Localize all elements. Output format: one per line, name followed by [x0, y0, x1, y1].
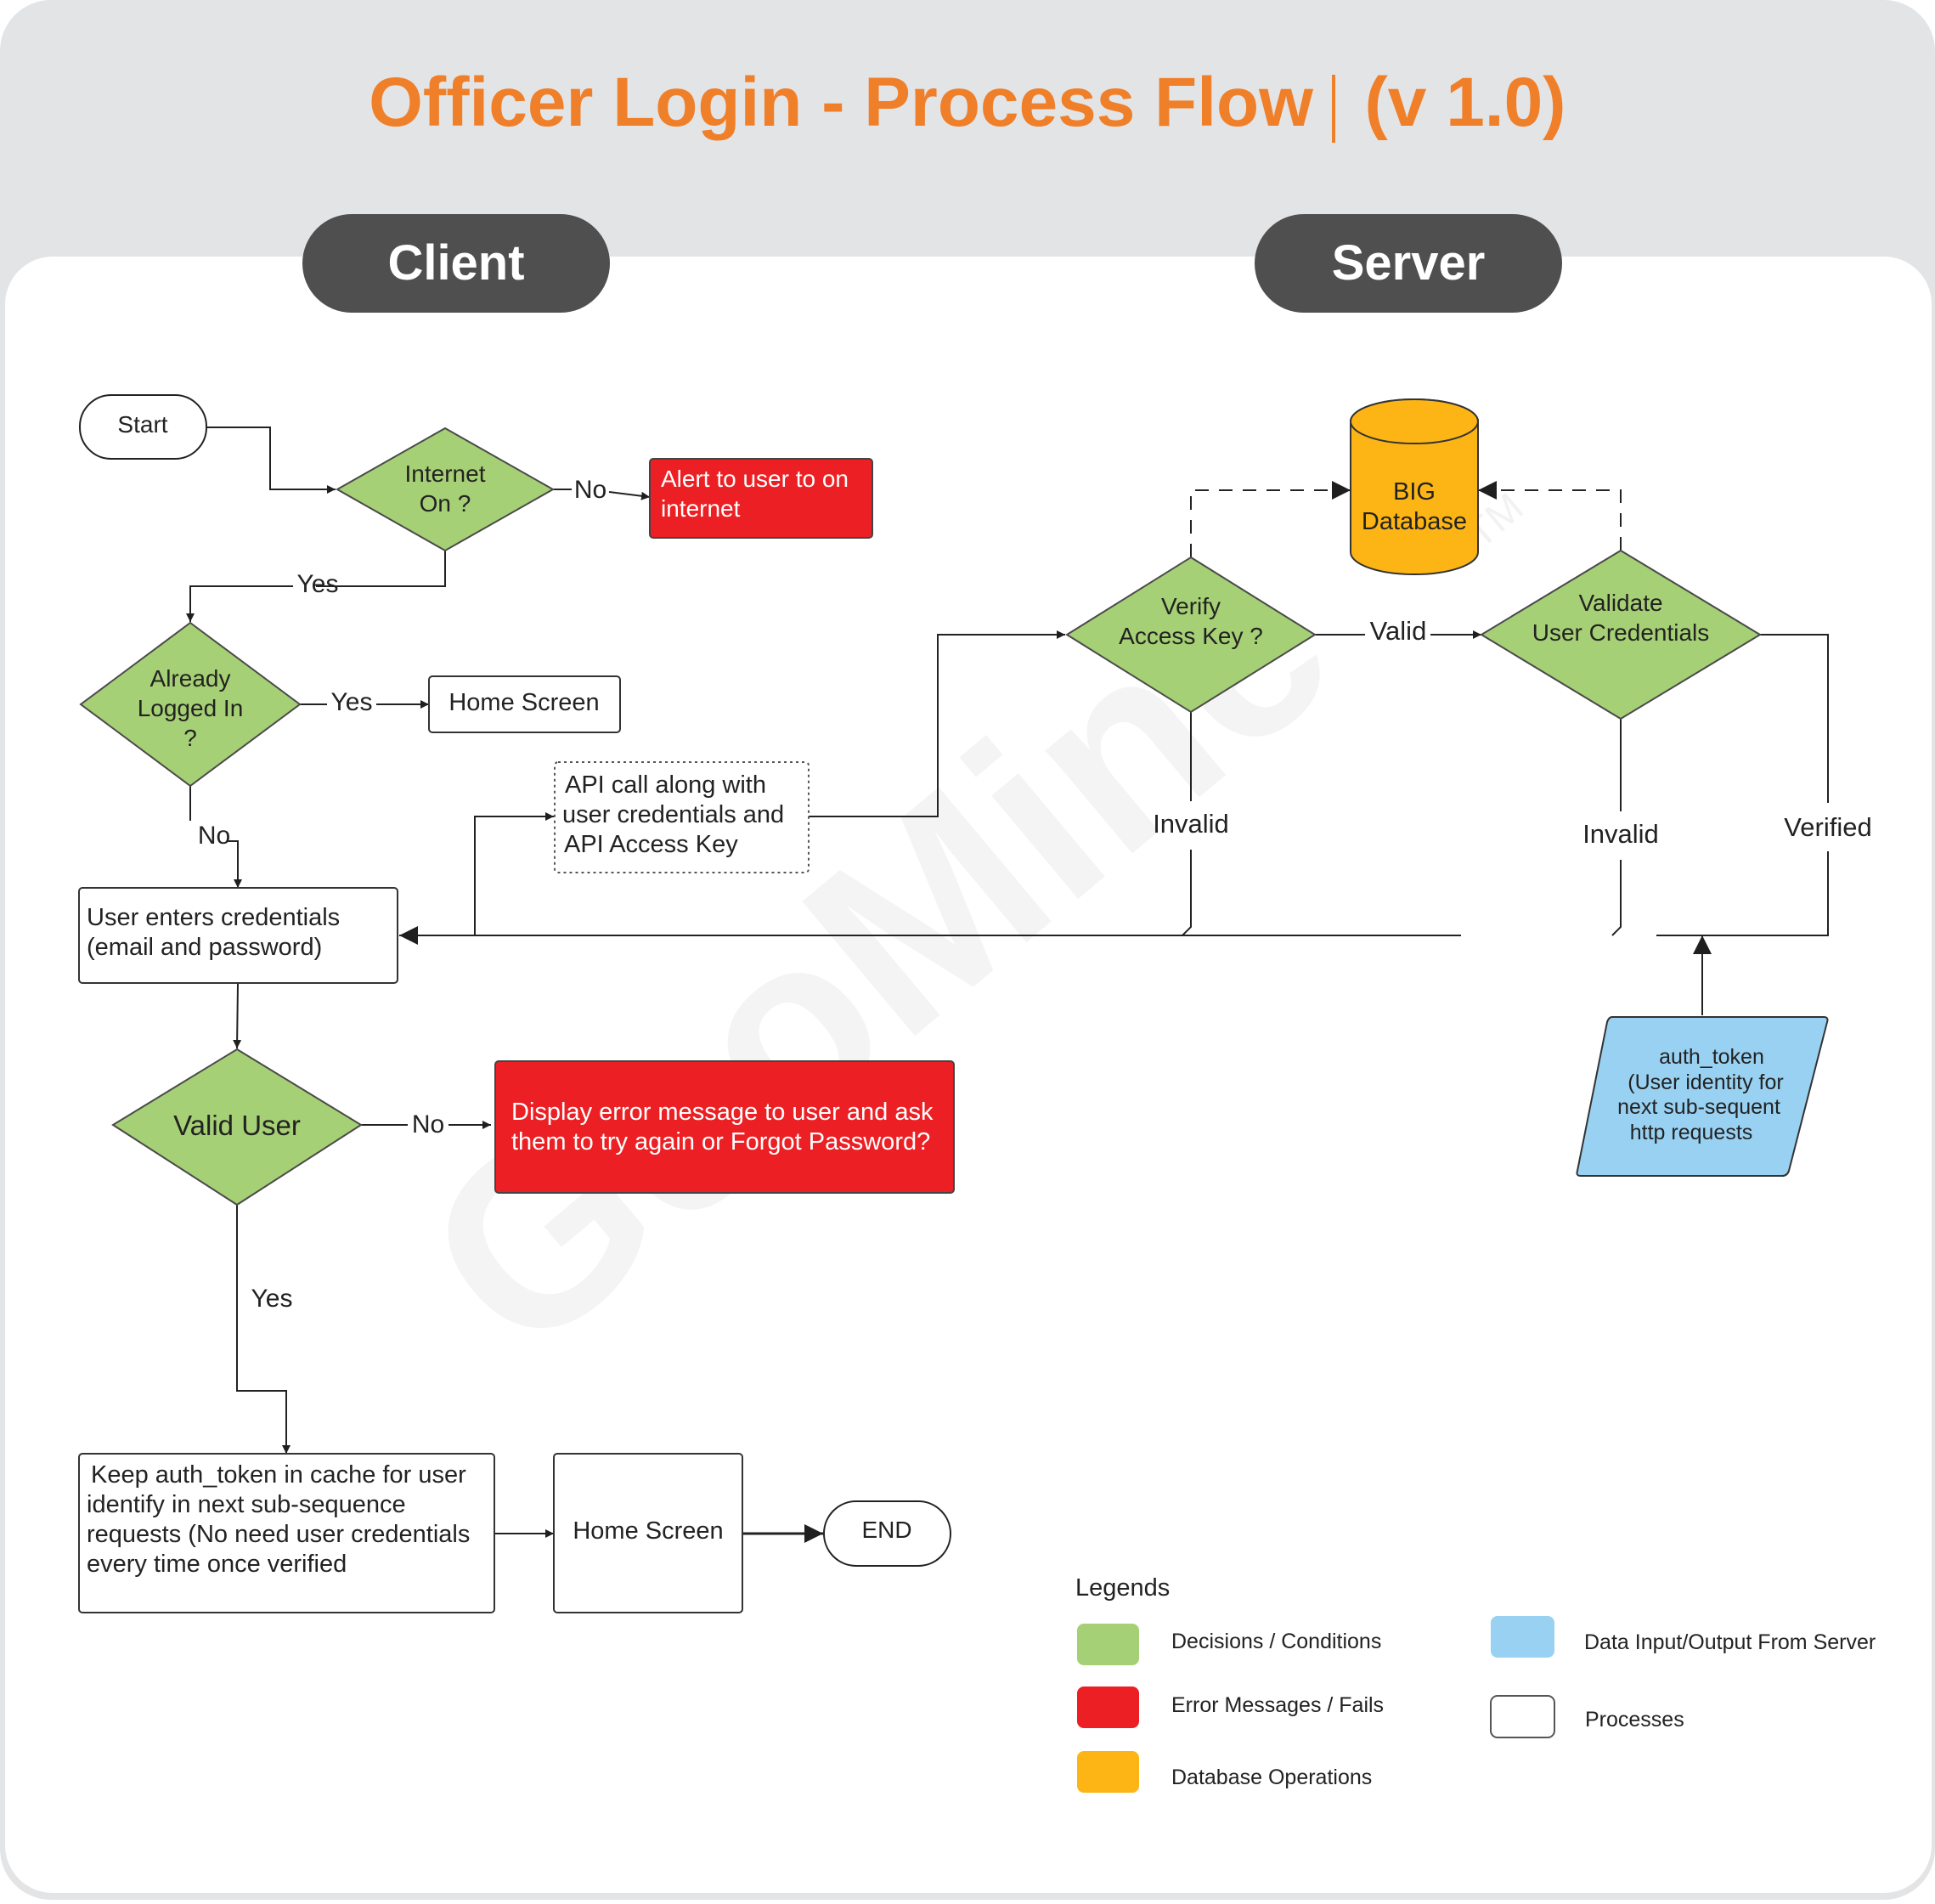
edge-internet-yes-a: [316, 551, 446, 587]
edge-label-validuser-no: No: [412, 1110, 444, 1138]
decision-validate-line2: User Credentials: [1532, 619, 1710, 646]
database-line1: BIG: [1393, 478, 1436, 506]
home-screen-label-1: Home Screen: [448, 689, 599, 716]
api-call-line2: user credentials and: [562, 801, 784, 828]
legend-label-errors: Error Messages / Fails: [1171, 1693, 1384, 1717]
decision-logged-line3: ?: [183, 725, 197, 751]
edge-credentials-api: [474, 812, 554, 935]
error-message-line2: them to try again or Forgot Password?: [511, 1128, 930, 1155]
decision-verify-line1: Verify: [1161, 593, 1221, 619]
lane-client-pill: [302, 214, 610, 313]
decision-internet-line2: On ?: [420, 490, 471, 517]
home-screen-label-2: Home Screen: [573, 1517, 723, 1545]
auth-token-line2: (User identity for: [1628, 1071, 1783, 1094]
alert-internet-line2: internet: [661, 495, 741, 522]
lane-client-label: Client: [387, 235, 524, 291]
legend-swatch-data: [1491, 1616, 1554, 1658]
decision-valid-user: [111, 1048, 363, 1206]
edge-label-verify-invalid: Invalid: [1153, 809, 1229, 839]
legend-title: Legends: [1075, 1574, 1170, 1602]
decision-validate-line1: Validate: [1578, 590, 1662, 616]
database-cylinder-top: [1350, 398, 1479, 444]
legend-label-database: Database Operations: [1171, 1766, 1372, 1789]
edge-internet-no-b: [608, 491, 651, 500]
alert-internet-box: [649, 458, 873, 539]
credentials-line2: (email and password): [87, 934, 322, 961]
edge-label-valid: Valid: [1370, 616, 1427, 646]
lane-server-pill: [1255, 214, 1562, 313]
home-screen-box-2: [553, 1453, 743, 1613]
auth-token-line4: http requests: [1630, 1121, 1753, 1144]
lane-server-label: Server: [1332, 235, 1486, 291]
edge-api-verify: [809, 630, 1065, 817]
decision-already-logged-in: [79, 621, 302, 788]
edge-validate-invalid-b: [1611, 860, 1622, 936]
decision-validate-credentials: [1480, 549, 1762, 720]
credentials-line1: User enters credentials: [87, 904, 340, 931]
cache-token-line3: requests (No need user credentials: [87, 1521, 470, 1548]
alert-internet-line1: Alert to user to on: [661, 466, 849, 492]
error-message-line1: Display error message to user and ask: [511, 1099, 934, 1126]
end-node: [823, 1500, 951, 1567]
api-call-box: [554, 761, 810, 873]
edge-label-internet-yes: Yes: [297, 570, 339, 598]
edge-label-verified: Verified: [1784, 812, 1871, 842]
auth-token-data: [1576, 1016, 1829, 1177]
start-node: [79, 394, 207, 460]
edge-validuser-yes: [236, 1205, 291, 1454]
edge-label-logged-yes: Yes: [331, 688, 373, 716]
page-version: (v 1.0): [1365, 64, 1566, 141]
edge-label-logged-no: No: [198, 822, 230, 850]
decision-logged-line1: Already: [150, 665, 231, 692]
edge-start-internet: [206, 427, 336, 494]
edge-verify-invalid-b: [1182, 850, 1192, 936]
edge-internet-yes-b: [186, 585, 293, 622]
legend: Legends Decisions / Conditions Error Mes…: [1075, 1574, 1876, 1793]
error-message-box: [494, 1060, 955, 1194]
edge-validate-verified-a: [1760, 634, 1829, 803]
home-screen-box-1: [428, 675, 621, 733]
edge-credentials-validuser: [233, 983, 242, 1049]
cache-token-line1: Keep auth_token in cache for user: [91, 1461, 466, 1489]
legend-label-decisions: Decisions / Conditions: [1171, 1630, 1381, 1653]
legend-swatch-errors: [1077, 1686, 1139, 1728]
credentials-entry-box: [78, 887, 398, 984]
edge-logged-no-b: [228, 840, 242, 888]
auth-token-line3: next sub-sequent: [1617, 1095, 1780, 1119]
decision-internet-line1: Internet: [405, 460, 486, 487]
legend-label-processes: Processes: [1585, 1708, 1684, 1732]
decision-verify-line2: Access Key ?: [1119, 623, 1263, 649]
cache-token-line4: every time once verified: [87, 1551, 347, 1578]
edge-verify-database: [1190, 481, 1351, 557]
database-line2: Database: [1362, 508, 1467, 535]
api-call-line1: API call along with: [565, 771, 766, 799]
cache-token-box: [78, 1453, 495, 1613]
legend-label-data: Data Input/Output From Server: [1584, 1630, 1876, 1654]
auth-token-line1: auth_token: [1659, 1045, 1764, 1069]
page-title: Officer Login - Process Flow: [369, 64, 1313, 141]
edge-label-validate-invalid: Invalid: [1582, 819, 1659, 849]
decision-verify-access-key: [1065, 556, 1317, 714]
cache-token-line2: identify in next sub-sequence: [87, 1491, 406, 1518]
edge-label-validuser-yes: Yes: [251, 1285, 293, 1313]
start-label: Start: [117, 411, 167, 438]
legend-swatch-processes: [1490, 1695, 1555, 1738]
decision-logged-line2: Logged In: [138, 695, 244, 721]
legend-swatch-decisions: [1077, 1624, 1139, 1665]
end-label: END: [861, 1517, 911, 1543]
api-call-line3: API Access Key: [564, 831, 738, 858]
edge-validate-database: [1478, 481, 1622, 551]
decision-internet-on: [335, 427, 556, 552]
decision-valid-user-label: Valid User: [173, 1110, 301, 1141]
edge-validate-verified-b: [1656, 851, 1829, 936]
edge-label-internet-no: No: [574, 476, 606, 504]
legend-swatch-database: [1077, 1751, 1139, 1793]
